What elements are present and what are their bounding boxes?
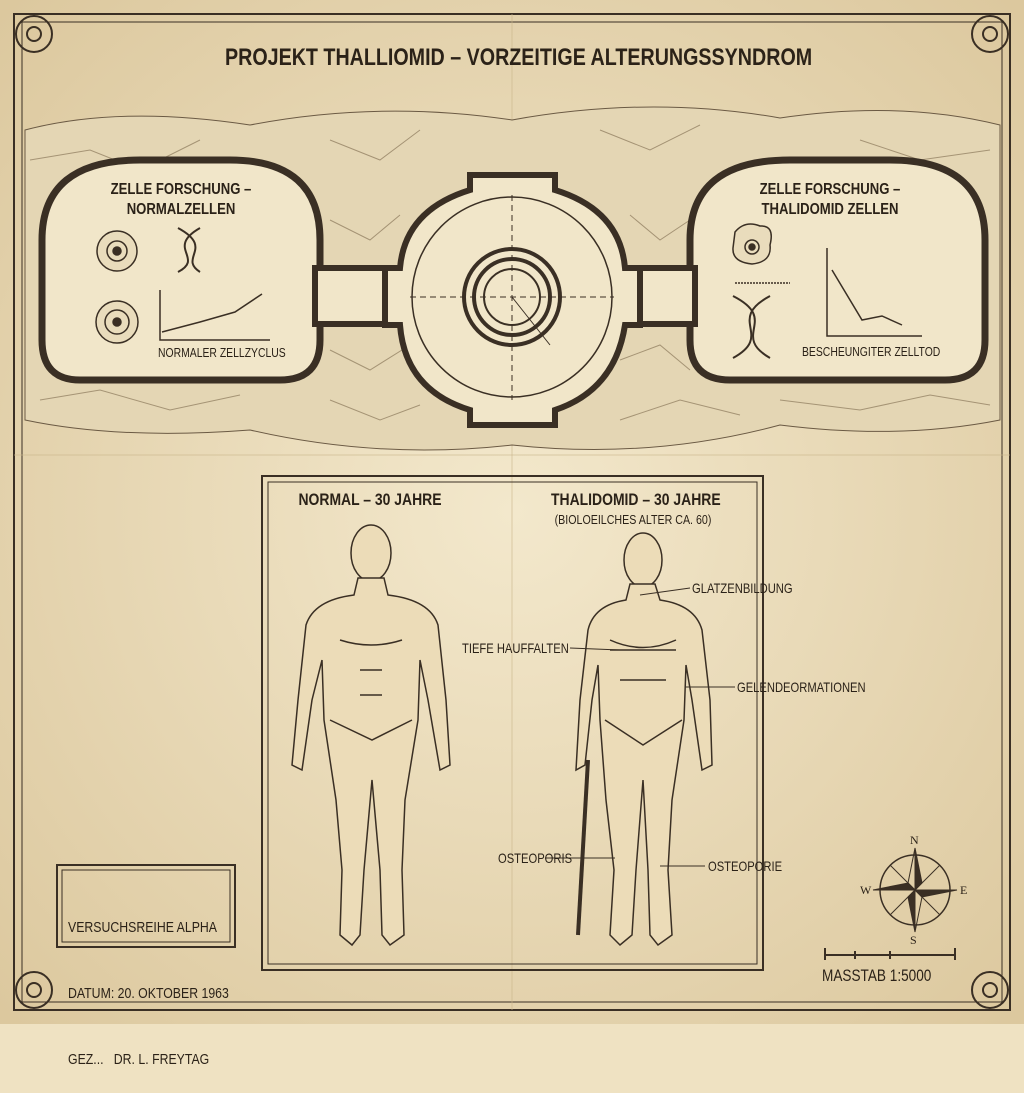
blueprint-drawing — [0, 0, 1024, 1024]
left-chamber-title-line2: NORMALZELLEN — [126, 201, 236, 218]
compass-n: N — [910, 833, 919, 847]
info-signature: GEZ... DR. L. FREYTAG — [68, 1051, 210, 1068]
right-chamber — [686, 156, 989, 384]
compass-rose-icon — [872, 847, 958, 933]
left-chamber-title-line1: ZELLE FORSCHUNG – — [110, 181, 252, 198]
central-hub — [382, 172, 643, 428]
annotation-osteoporie: OSTEOPORIE — [708, 858, 783, 874]
info-box-frame — [56, 864, 236, 948]
aged-human-figure — [575, 532, 713, 947]
scale-bar — [824, 948, 956, 960]
damaged-cell-icon — [732, 223, 790, 284]
left-graph-label: NORMALER ZELLZYCLUS — [158, 345, 286, 360]
compass-e: E — [960, 883, 968, 897]
annotation-leaders — [545, 587, 735, 867]
right-chamber-title-line1: ZELLE FORSCHUNG – — [759, 181, 901, 198]
annotation-gelenkdeformationen: GELENDEORMATIONEN — [737, 679, 866, 695]
thalidomid-label: THALIDOMID – 30 JAHRE — [551, 490, 721, 509]
annotation-osteoporis: OSTEOPORIS — [498, 850, 573, 866]
right-chamber-title: ZELLE FORSCHUNG – THALIDOMID ZELLEN — [736, 180, 925, 220]
annotation-glatzenbildung: GLATZENBILDUNG — [692, 580, 793, 596]
annotation-hautfalten: TIEFE HAUFFALTEN — [462, 640, 569, 656]
walking-cane — [576, 759, 590, 936]
cell-icon — [95, 230, 139, 344]
normal-cell-cycle-graph — [159, 290, 270, 341]
accelerated-cell-death-graph — [826, 248, 922, 337]
page-title: PROJEKT THALLIOMID – VORZEITIGE ALTERUNG… — [225, 44, 813, 71]
info-box: VERSUCHSREIHE ALPHA DATUM: 20. OKTOBER 1… — [68, 873, 229, 1093]
left-chamber-title: ZELLE FORSCHUNG – NORMALZELLEN — [99, 180, 263, 220]
info-date: DATUM: 20. OKTOBER 1963 — [68, 985, 229, 1002]
info-series: VERSUCHSREIHE ALPHA — [68, 919, 218, 936]
thalidomid-sublabel: (BIOLOEILCHES ALTER CA. 60) — [554, 512, 712, 527]
dna-helix-icon — [732, 295, 771, 359]
compass-s: S — [910, 933, 917, 947]
dna-helix-icon — [177, 227, 201, 273]
right-graph-label: BESCHEUNGITER ZELLTOD — [802, 344, 941, 359]
comparison-frame — [261, 475, 764, 971]
corner-ornament-icon — [15, 15, 1009, 1009]
compass-w: W — [860, 883, 872, 897]
normal-human-figure — [291, 524, 451, 947]
normal-label: NORMAL – 30 JAHRE — [298, 490, 442, 509]
scale-label: MASSTAB 1:5000 — [822, 966, 932, 985]
right-chamber-title-line2: THALIDOMID ZELLEN — [761, 201, 899, 218]
